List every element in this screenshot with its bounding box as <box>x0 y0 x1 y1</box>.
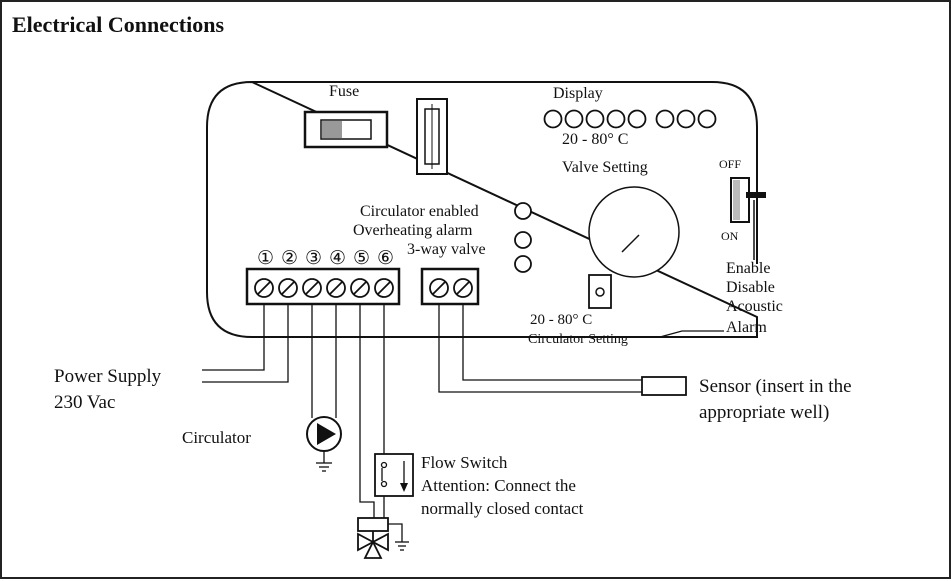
power-wire-1 <box>202 304 265 371</box>
display-digit <box>564 109 584 129</box>
display-digit <box>606 109 626 129</box>
pump-arrow-icon <box>317 423 336 445</box>
display-range: 20 - 80° C <box>562 131 628 148</box>
three-way-valve-icon <box>357 532 389 559</box>
control-box-outline <box>206 80 758 338</box>
display-digit <box>697 109 717 129</box>
circulator-label: Circulator <box>182 428 251 447</box>
terminal-number: ② <box>281 248 298 269</box>
sensor-terminal-slots <box>432 281 470 295</box>
trimmer-screw <box>595 287 605 297</box>
circulator-enabled-label: Circulator enabled <box>360 203 479 220</box>
pump-ground-icon <box>316 462 332 472</box>
fuse-switch-knob <box>322 121 342 138</box>
flow-switch-contact <box>380 461 388 469</box>
valve-setting-knob <box>588 186 680 278</box>
display-digits <box>543 109 717 129</box>
diagram-title: Electrical Connections <box>12 12 225 37</box>
power-supply-label: Power Supply <box>54 366 162 387</box>
flow-switch-contact-note: normally closed contact <box>421 499 584 518</box>
flow-switch-attention: Attention: Connect the <box>421 476 576 495</box>
power-wire-2 <box>202 304 289 383</box>
acoustic-alarm-line-1: Enable <box>726 260 770 277</box>
terminal-numbers: ① ② ③ ④ ⑤ ⑥ <box>257 248 394 269</box>
flow-switch-box <box>374 453 414 497</box>
flow-switch-contact <box>380 480 388 488</box>
valve-setting-label: Valve Setting <box>562 159 648 176</box>
valve-ground-wire <box>388 523 403 542</box>
circulator-enabled-led <box>514 202 532 220</box>
flow-direction-arrow-icon <box>400 483 408 492</box>
circulator-range: 20 - 80° C <box>530 312 592 328</box>
display-digit <box>585 109 605 129</box>
sensor-probe <box>641 376 687 396</box>
acoustic-alarm-line-3: Acoustic <box>726 298 783 315</box>
display-digit <box>676 109 696 129</box>
sensor-wire-1 <box>438 304 642 393</box>
valve-actuator <box>357 517 389 532</box>
overheating-alarm-led <box>514 231 532 249</box>
terminal-number: ④ <box>329 248 346 269</box>
sensor-label-line-1: Sensor (insert in the <box>699 376 852 397</box>
three-way-valve-led <box>514 255 532 273</box>
off-label: OFF <box>719 157 741 171</box>
power-voltage-label: 230 Vac <box>54 392 115 413</box>
acoustic-alarm-line-4: Alarm <box>726 319 767 336</box>
display-digit <box>655 109 675 129</box>
acoustic-alarm-line-2: Disable <box>726 279 775 296</box>
three-way-valve-label: 3-way valve <box>407 241 486 258</box>
display-digit <box>543 109 563 129</box>
fuse-label: Fuse <box>329 83 359 100</box>
terminal-number: ③ <box>305 248 322 269</box>
valve-wire-5 <box>359 304 375 519</box>
acoustic-switch-lever <box>746 192 766 198</box>
circulator-setting-label: Circulator Setting <box>528 332 628 347</box>
sensor-label-line-2: appropriate well) <box>699 402 829 423</box>
main-terminal-slots <box>257 281 391 295</box>
overheating-alarm-label: Overheating alarm <box>353 222 473 239</box>
flow-switch-label: Flow Switch <box>421 453 508 472</box>
display-label: Display <box>553 85 603 102</box>
circulator-setting-leader <box>659 330 724 338</box>
terminal-number: ⑥ <box>377 248 394 269</box>
valve-ground-icon <box>395 541 409 551</box>
acoustic-switch-shade <box>733 180 740 220</box>
display-digit <box>627 109 647 129</box>
valve-knob-pointer <box>621 234 640 253</box>
on-label: ON <box>721 229 739 243</box>
sensor-wire-2 <box>462 304 642 381</box>
terminal-number: ⑤ <box>353 248 370 269</box>
terminal-number: ① <box>257 248 274 269</box>
